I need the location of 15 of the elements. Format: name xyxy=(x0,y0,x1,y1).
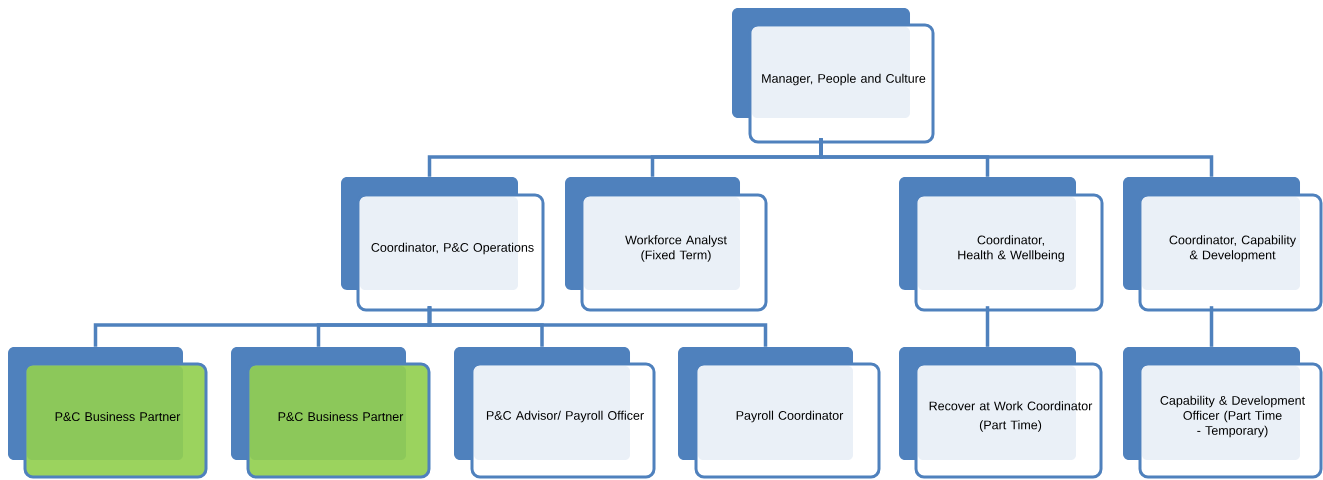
org-box: P&C Advisor/ Payroll Officer xyxy=(454,347,656,479)
org-box: Coordinator, Capability & Development xyxy=(1123,177,1323,312)
org-box: Recover at Work Coordinator (Part Time) xyxy=(899,347,1103,479)
org-box: P&C Business Partner xyxy=(231,347,431,479)
connector-line xyxy=(819,138,1214,177)
org-box: Payroll Coordinator xyxy=(678,347,881,479)
org-box: P&C Business Partner xyxy=(8,347,208,479)
connector-line xyxy=(985,306,990,347)
org-box: Capability & Development Officer (Part Time - Temporary) xyxy=(1123,347,1323,479)
connector-line xyxy=(427,306,768,347)
org-box: Coordinator, P&C Operations xyxy=(341,177,545,312)
org-box: Workforce Analyst (Fixed Term) xyxy=(565,177,768,312)
org-box: Manager, People and Culture xyxy=(732,8,935,144)
connector-line xyxy=(1209,306,1214,347)
org-box: Coordinator, Health & Wellbeing xyxy=(899,177,1104,312)
